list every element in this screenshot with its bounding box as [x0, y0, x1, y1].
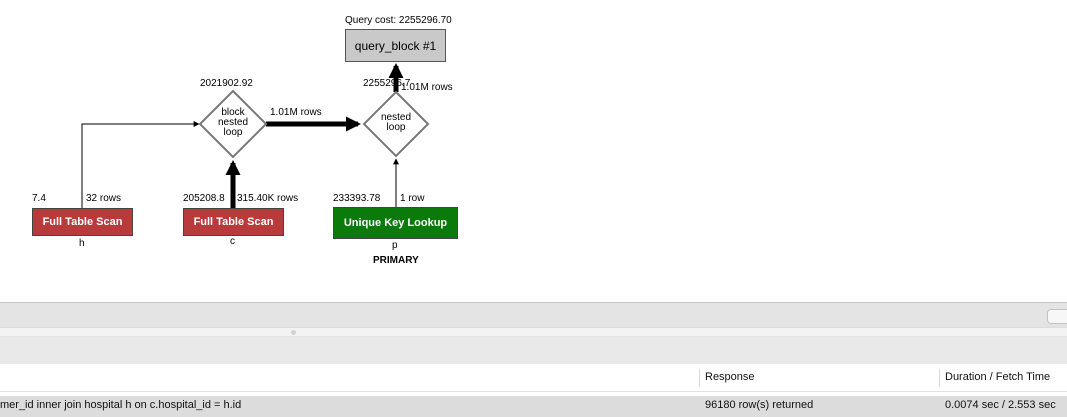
table-p-unique-key-lookup[interactable]: Unique Key Lookup: [333, 207, 458, 239]
block-nested-loop-label-3: loop: [223, 127, 243, 138]
panel-toolbar: [0, 302, 1067, 327]
column-header-duration[interactable]: Duration / Fetch Time: [945, 371, 1051, 383]
nested-loop-cost: 2255296.7: [363, 78, 411, 89]
table-c-full-table-scan[interactable]: Full Table Scan: [183, 208, 284, 236]
output-toolbar: [0, 337, 1067, 364]
splitter-grip[interactable]: [291, 330, 296, 335]
block-nested-loop-rows: 1.01M rows: [270, 107, 322, 118]
row-response: 96180 row(s) returned: [705, 399, 814, 411]
table-p-key: PRIMARY: [373, 255, 419, 266]
query-cost-label: Query cost: 2255296.70: [345, 15, 452, 26]
table-c-rows: 315.40K rows: [237, 193, 299, 204]
table-h-name: h: [79, 238, 85, 249]
table-h-cost: 7.4: [32, 193, 46, 204]
column-separator[interactable]: [939, 369, 940, 387]
table-h-rows: 32 rows: [86, 193, 122, 204]
visual-explain-canvas: Query cost: 2255296.70 query_block #1 20…: [32, 15, 458, 266]
block-nested-loop-label-2: nested: [217, 117, 249, 128]
output-header: Response Duration / Fetch Time: [0, 364, 1067, 392]
table-p-name: p: [392, 240, 398, 251]
table-h-full-table-scan[interactable]: Full Table Scan: [32, 208, 133, 236]
table-c-name: c: [230, 236, 235, 247]
nested-loop-rows: 1.01M rows: [401, 82, 453, 93]
block-nested-loop-label-1: block: [221, 107, 245, 118]
plan-connectors: [81, 63, 430, 209]
block-nested-loop-node[interactable]: block nested loop: [208, 108, 258, 138]
panel-splitter[interactable]: [0, 327, 1067, 337]
table-p-rows: 1 row: [400, 193, 425, 204]
nested-loop-diamond: [362, 90, 430, 158]
nested-loop-node[interactable]: nested loop: [371, 113, 421, 133]
table-c-cost: 205208.8: [183, 193, 225, 204]
row-duration: 0.0074 sec / 2.553 sec: [945, 399, 1056, 411]
block-nested-loop-cost: 2021902.92: [200, 78, 253, 89]
column-separator[interactable]: [699, 369, 700, 387]
nested-loop-label-2: loop: [386, 122, 406, 133]
edge-h-to-bnl: [81, 121, 200, 209]
panel-toggle-button[interactable]: [1047, 309, 1067, 324]
nested-loop-label-1: nested: [380, 112, 412, 123]
block-nested-loop-diamond: [198, 89, 268, 159]
column-header-response[interactable]: Response: [705, 371, 755, 383]
table-row[interactable]: mer_id inner join hospital h on c.hospit…: [0, 396, 1067, 417]
row-action: mer_id inner join hospital h on c.hospit…: [0, 399, 242, 411]
query-block-node[interactable]: query_block #1: [345, 29, 446, 62]
table-p-cost: 233393.78: [333, 193, 381, 204]
